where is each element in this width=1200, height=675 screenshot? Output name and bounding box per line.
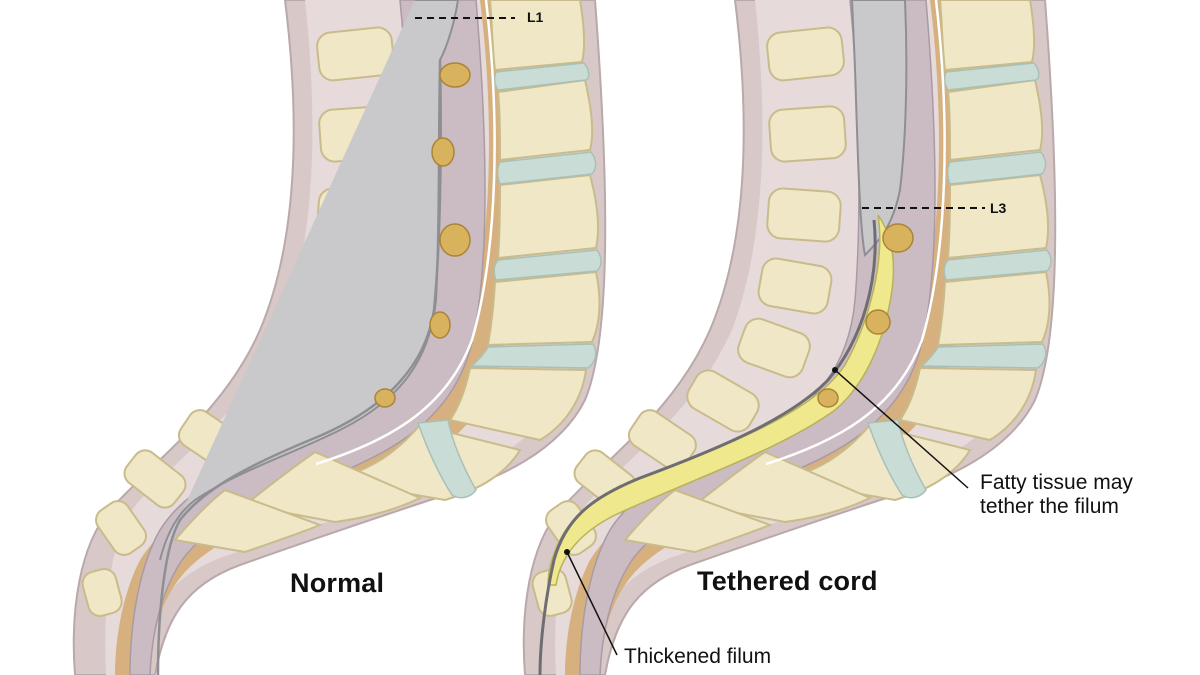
tethered-nerve-root-ganglia: [817, 223, 914, 408]
nerve-root-ganglia: [374, 62, 471, 408]
normal-title: Normal: [290, 568, 385, 598]
tethered-cord-title: Tethered cord: [697, 566, 878, 596]
tethered-spinal-cord: [850, 0, 908, 258]
thickened-filum-leader: [566, 551, 618, 656]
thickened-filum: [538, 219, 877, 675]
fatty-tissue-line-2: tether the filum: [980, 495, 1119, 518]
normal-spine-panel: [72, 0, 607, 675]
normal-filum: [156, 59, 442, 675]
fatty-tissue-callout: Fatty tissue may tether the filum: [980, 471, 1133, 519]
l1-label: L1: [527, 9, 544, 25]
l3-label: L3: [990, 200, 1007, 216]
fatty-tissue-line-1: Fatty tissue may: [980, 471, 1133, 494]
tethered-spine-panel: [522, 0, 1057, 675]
thickened-filum-callout: Thickened filum: [624, 645, 772, 668]
fatty-tissue-leader: [834, 369, 969, 489]
